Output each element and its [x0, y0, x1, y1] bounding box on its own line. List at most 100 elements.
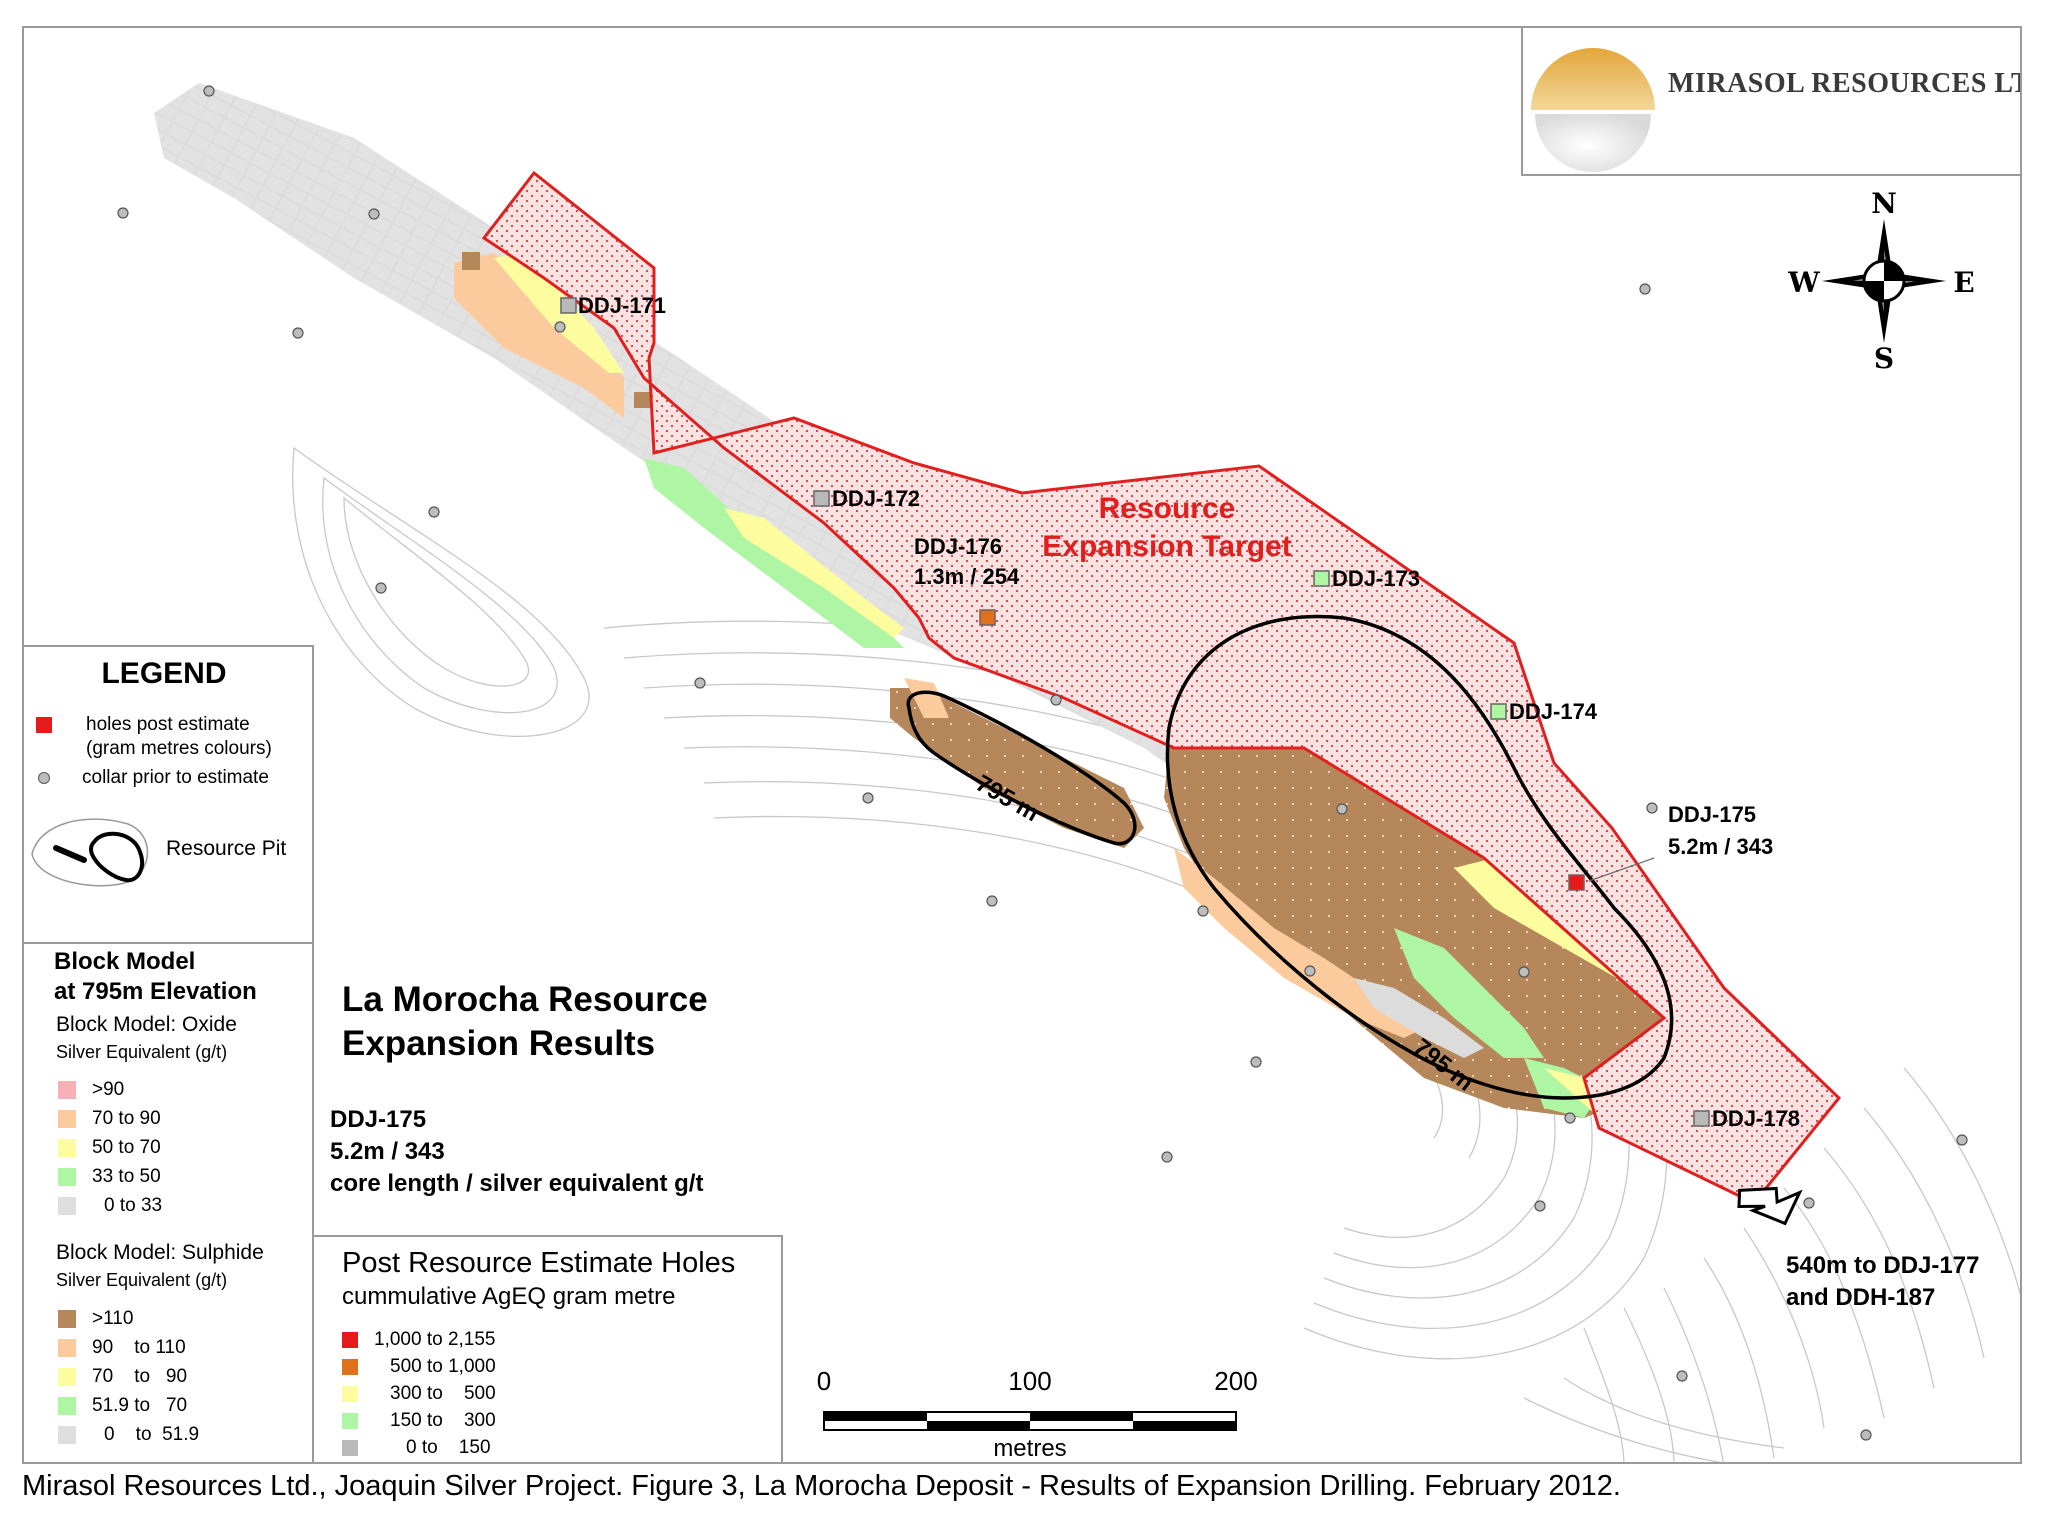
- block-model-sw-pod: [890, 678, 1144, 848]
- sulphide-class-4: 0 to 51.9: [104, 1424, 200, 1445]
- post-swatch-2: [342, 1386, 358, 1402]
- legend-divider: [24, 942, 312, 944]
- hole-label-ddj172: DDJ-172: [832, 486, 920, 511]
- prior-collars: [117, 85, 1968, 1441]
- oxide-swatch-0: [58, 1081, 76, 1099]
- scale-tick-0: 0: [817, 1366, 831, 1396]
- compass-rose: [1822, 219, 1946, 343]
- post-class-2: 300 to 500: [390, 1383, 496, 1404]
- explainer-hole: DDJ-175: [330, 1106, 427, 1133]
- offmap-label-line1: 540m to DDJ-177: [1786, 1252, 1979, 1279]
- hole-marker-ddj171[interactable]: [560, 297, 577, 314]
- oxide-class-3: 33 to 50: [92, 1166, 161, 1187]
- hole-marker-ddj172[interactable]: [813, 490, 830, 507]
- hole-label-ddj171: DDJ-171: [578, 293, 666, 318]
- hole-label-explainer: DDJ-175 5.2m / 343 core length / silver …: [330, 1104, 703, 1200]
- hole-marker-ddj178[interactable]: [1693, 1110, 1710, 1127]
- main-title-line2: Expansion Results: [342, 1024, 656, 1063]
- oxide-swatch-1: [58, 1110, 76, 1128]
- compass-west: W: [1787, 266, 1820, 299]
- collar-dot: [117, 207, 129, 219]
- collar-dot: [1304, 965, 1316, 977]
- post-class-0: 1,000 to 2,155: [374, 1329, 496, 1350]
- collar-dot: [292, 327, 304, 339]
- compass-south: S: [1874, 342, 1894, 375]
- resource-pit-symbol-icon: [31, 818, 149, 887]
- collar-dot: [1639, 283, 1651, 295]
- sun-logo-icon: [1531, 48, 1655, 172]
- oxide-class-4: 0 to 33: [104, 1195, 163, 1216]
- collar-symbol-icon: [38, 772, 50, 784]
- collar-dot: [694, 677, 706, 689]
- post-class-3: 150 to 300: [390, 1410, 496, 1431]
- collar-dot: [428, 506, 440, 518]
- compass-north: N: [1871, 187, 1897, 220]
- resource-expansion-target: [481, 170, 1842, 1205]
- target-label-line1: Resource: [1099, 492, 1236, 525]
- legend-holes-post: holes post estimate: [86, 714, 250, 735]
- collar-dot: [1518, 966, 1530, 978]
- collar-dot: [375, 582, 387, 594]
- hole-value-ddj176: 1.3m / 254: [914, 564, 1020, 589]
- collar-dot: [1250, 1056, 1262, 1068]
- collar-dot: [1336, 803, 1348, 815]
- collar-dot: [1050, 694, 1062, 706]
- legend-title: LEGEND: [101, 657, 227, 690]
- company-name: MIRASOL RESOURCES LTD: [1668, 68, 2022, 99]
- sulphide-subtitle: Silver Equivalent (g/t): [56, 1270, 228, 1290]
- hole-value-ddj175: 5.2m / 343: [1668, 834, 1773, 859]
- post-class-4: 0 to 150: [406, 1437, 491, 1458]
- sulphide-class-1: 90 to 110: [92, 1337, 186, 1358]
- sulphide-swatch-3: [58, 1397, 76, 1415]
- block-model-oxide-nw: [454, 252, 904, 648]
- post-swatch-3: [342, 1413, 358, 1429]
- post-class-1: 500 to 1,000: [390, 1356, 496, 1377]
- collar-dot: [862, 792, 874, 804]
- legend-resource-pit: Resource Pit: [166, 837, 287, 860]
- collar-dot: [1161, 1151, 1173, 1163]
- scale-tick-100: 100: [1008, 1366, 1051, 1396]
- sulphide-class-3: 51.9 to 70: [92, 1395, 188, 1416]
- hole-label-ddj176: DDJ-176: [914, 534, 1002, 559]
- hole-marker-ddj173[interactable]: [1313, 570, 1330, 587]
- deposit-map: DDJ-171 DDJ-172 DDJ-176 1.3m / 254 DDJ-1…: [117, 83, 2020, 1462]
- hole-label-ddj175: DDJ-175: [1668, 802, 1756, 827]
- hole-label-ddj173: DDJ-173: [1332, 566, 1420, 591]
- oxide-subtitle: Silver Equivalent (g/t): [56, 1042, 228, 1062]
- compass-east: E: [1953, 266, 1974, 299]
- explainer-value: 5.2m / 343: [330, 1138, 445, 1165]
- block-model-title-line1: Block Model: [54, 948, 196, 975]
- post-swatch-4: [342, 1440, 358, 1456]
- oxide-class-1: 70 to 90: [92, 1108, 161, 1129]
- legend-holes-post-note: (gram metres colours): [86, 738, 272, 759]
- block-model-title-line2: at 795m Elevation: [54, 978, 257, 1005]
- scale-bar: [823, 1411, 1237, 1431]
- map-frame: DDJ-171 DDJ-172 DDJ-176 1.3m / 254 DDJ-1…: [22, 26, 2022, 1464]
- oxide-title: Block Model: Oxide: [56, 1013, 237, 1036]
- collar-dot: [1860, 1429, 1872, 1441]
- main-title-line1: La Morocha Resource: [342, 980, 708, 1019]
- hole-marker-ddj174[interactable]: [1490, 703, 1507, 720]
- hole-marker-ddj175[interactable]: [1568, 874, 1585, 891]
- oxide-class-0: >90: [92, 1079, 125, 1100]
- sulphide-title: Block Model: Sulphide: [56, 1241, 264, 1264]
- sulphide-swatch-4: [58, 1426, 76, 1444]
- post-estimate-title: Post Resource Estimate Holes: [342, 1247, 736, 1279]
- legend-panel: LEGEND holes post estimate (gram metres …: [24, 645, 314, 1462]
- scale-unit: metres: [993, 1435, 1066, 1462]
- post-hole-symbol-icon: [36, 717, 52, 733]
- collar-dot: [1564, 1112, 1576, 1124]
- sulphide-swatch-1: [58, 1339, 76, 1357]
- legend-collar-prior: collar prior to estimate: [82, 767, 269, 788]
- post-estimate-subtitle: cummulative AgEQ gram metre: [342, 1283, 676, 1310]
- oxide-swatch-2: [58, 1139, 76, 1157]
- collar-dot: [1803, 1197, 1815, 1209]
- hole-label-ddj178: DDJ-178: [1712, 1106, 1800, 1131]
- oxide-swatch-3: [58, 1168, 76, 1186]
- collar-dot: [554, 321, 566, 333]
- hole-marker-ddj176[interactable]: [979, 609, 996, 626]
- map-main-title: La Morocha Resource Expansion Results: [342, 978, 708, 1066]
- collar-dot: [1676, 1370, 1688, 1382]
- sulphide-class-0: >110: [92, 1308, 134, 1329]
- resource-pit-outlines: [906, 614, 1674, 1100]
